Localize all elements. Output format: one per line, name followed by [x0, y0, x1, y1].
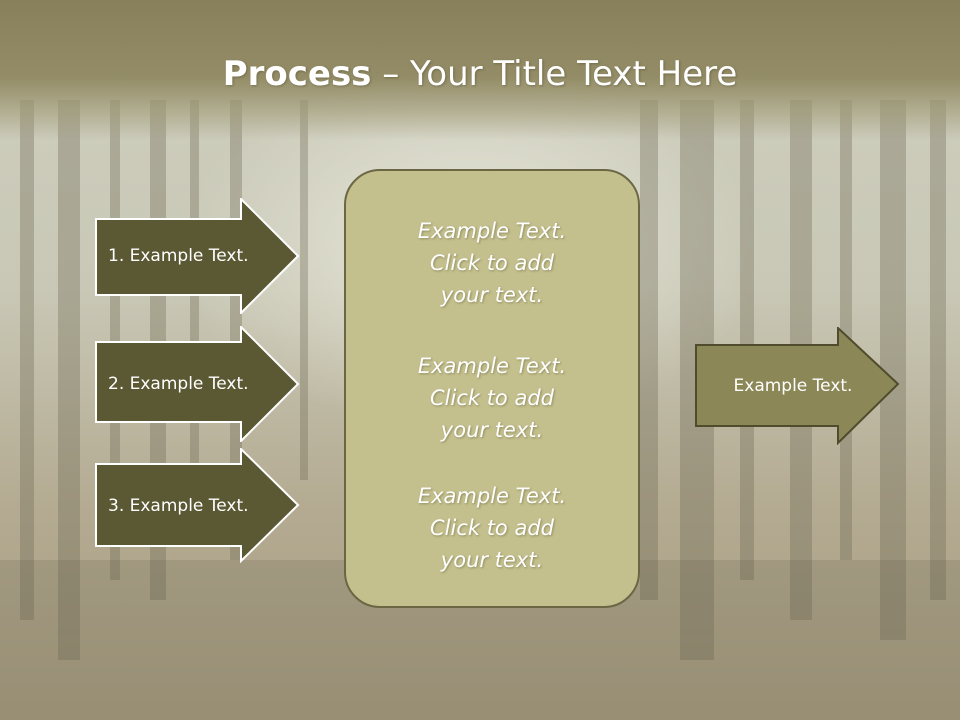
center-line: Example Text.	[417, 484, 567, 508]
arrow-shape	[695, 327, 900, 445]
center-line: Click to add	[429, 386, 554, 410]
process-step-arrow-2[interactable]: 2. Example Text.	[95, 326, 300, 442]
slide-title: Process – Your Title Text Here	[0, 52, 960, 96]
title-bold: Process	[222, 54, 372, 94]
result-arrow[interactable]: Example Text.	[695, 327, 900, 445]
header-band	[0, 0, 960, 140]
process-step-arrow-1[interactable]: 1. Example Text.	[95, 198, 300, 314]
center-line: your text.	[440, 548, 544, 572]
arrow-shape	[95, 198, 300, 314]
arrow-label: 3. Example Text.	[108, 496, 249, 516]
center-line: Click to add	[429, 251, 554, 275]
center-text-box[interactable]: Example Text. Click to add your text. Ex…	[344, 169, 640, 608]
center-text-block-3: Example Text. Click to add your text.	[346, 480, 638, 576]
arrow-shape	[95, 448, 300, 564]
arrow-shape	[95, 326, 300, 442]
arrow-label: Example Text.	[733, 376, 853, 396]
center-line: Example Text.	[417, 219, 567, 243]
center-line: your text.	[440, 283, 544, 307]
title-rest: – Your Title Text Here	[371, 54, 738, 94]
center-line: Click to add	[429, 516, 554, 540]
process-step-arrow-3[interactable]: 3. Example Text.	[95, 448, 300, 564]
center-line: your text.	[440, 418, 544, 442]
center-text-block-1: Example Text. Click to add your text.	[346, 215, 638, 311]
arrow-label: 1. Example Text.	[108, 246, 249, 266]
center-text-block-2: Example Text. Click to add your text.	[346, 350, 638, 446]
center-line: Example Text.	[417, 354, 567, 378]
arrow-label: 2. Example Text.	[108, 374, 249, 394]
